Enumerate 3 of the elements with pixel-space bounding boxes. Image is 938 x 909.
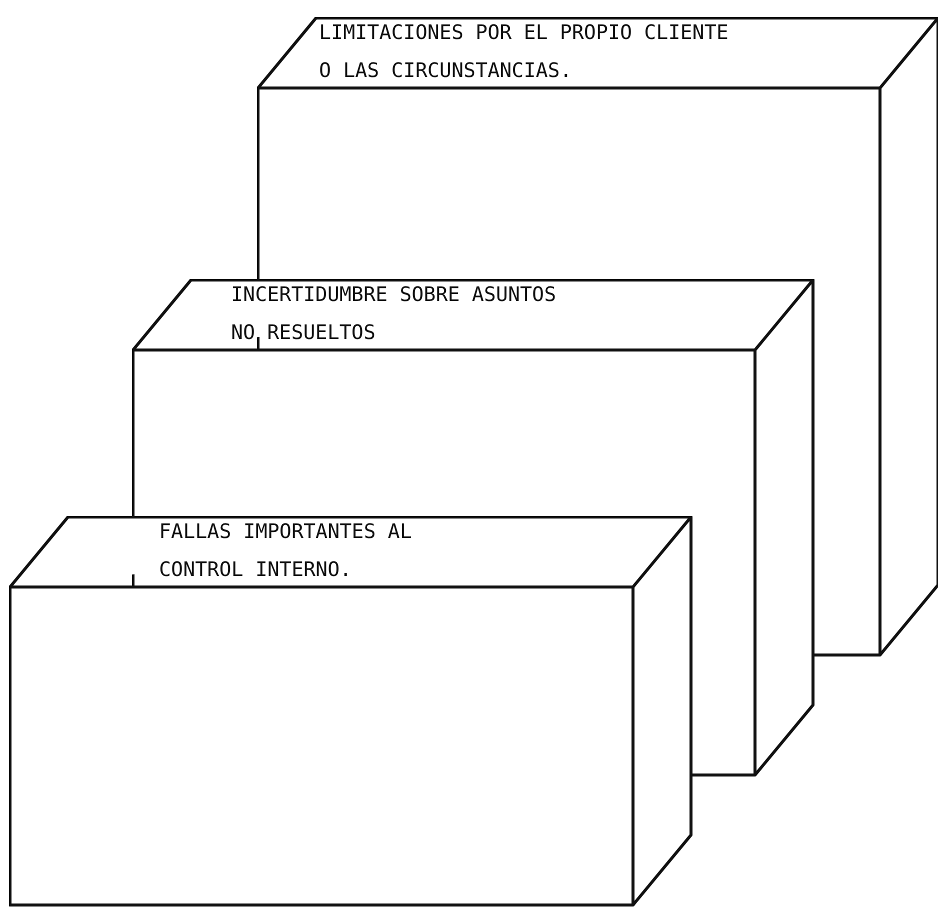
box-label: FALLAS IMPORTANTES AL CONTROL INTERNO.	[159, 518, 413, 583]
box-label: INCERTIDUMBRE SOBRE ASUNTOS NO RESUELTOS	[231, 281, 558, 346]
box-label: LIMITACIONES POR EL PROPIO CLIENTE O LAS CIRCUNSTANCIAS.	[319, 19, 730, 84]
